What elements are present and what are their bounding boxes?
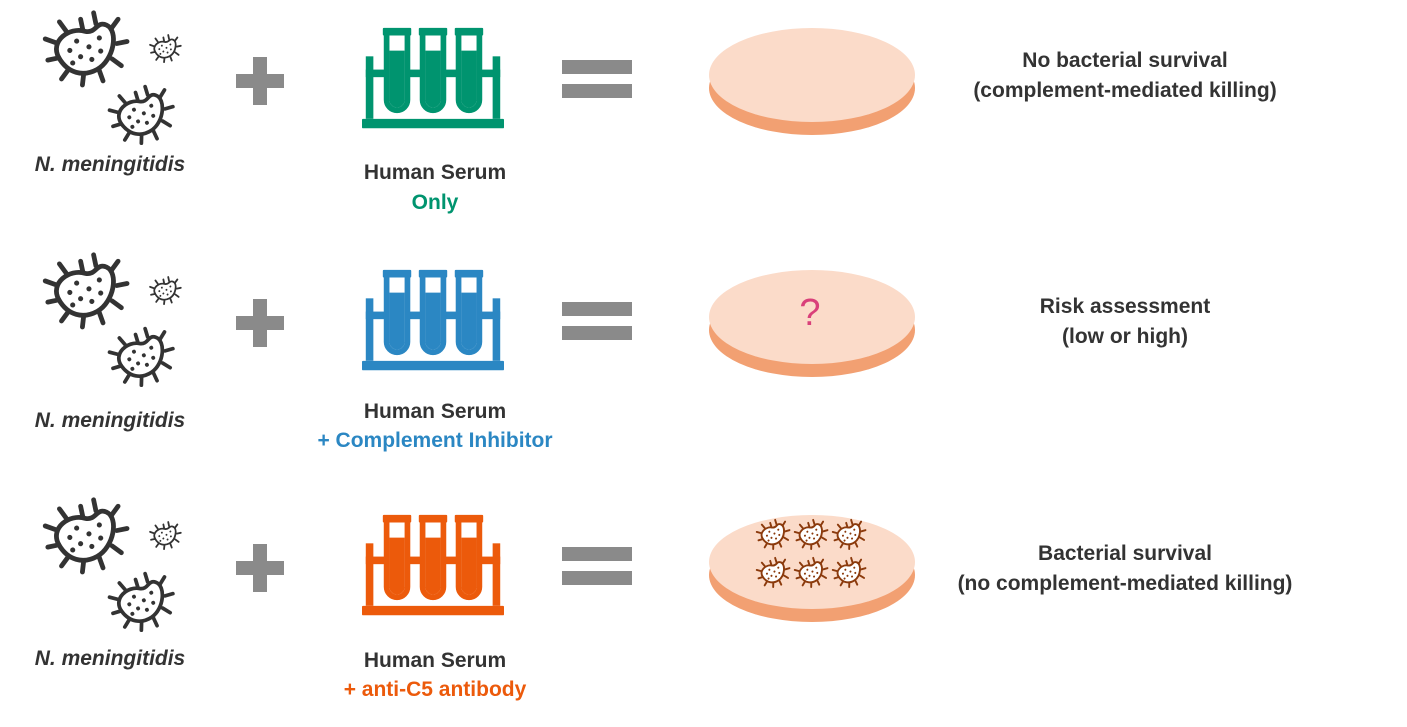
bacterium-icon [146, 517, 186, 555]
serum-subtitle: + anti-C5 antibody [343, 678, 527, 701]
result-line-1: Bacterial survival [1038, 542, 1212, 565]
result-line-1: Risk assessment [1039, 295, 1211, 318]
bacteria-group [37, 244, 186, 398]
bacterium-icon [146, 272, 186, 310]
bacteria-group [37, 2, 186, 156]
bacterium-icon [100, 75, 185, 156]
bacterium-icon [100, 317, 185, 398]
bacterium-icon [100, 562, 185, 643]
serum-subtitle: + Complement Inhibitor [317, 429, 553, 452]
bacterium-label: N. meningitidis [34, 153, 186, 176]
tube-rack-icon [362, 270, 504, 370]
bacterium-icon [37, 244, 137, 338]
agar-plate-icon [709, 28, 915, 135]
question-mark: ? [799, 292, 821, 334]
agar-plate-icon [709, 270, 915, 377]
plus-icon [236, 544, 284, 592]
plus-icon [236, 57, 284, 105]
bacterium-label: N. meningitidis [34, 647, 186, 670]
tube-rack-icon [362, 28, 504, 128]
tube-rack-icon [362, 515, 504, 615]
result-line-1: No bacterial survival [1022, 49, 1228, 72]
equals-icon [562, 60, 632, 98]
result-line-2: (complement-mediated killing) [973, 79, 1277, 102]
serum-title: Human Serum [363, 649, 507, 672]
serum-title: Human Serum [363, 161, 507, 184]
serum-title: Human Serum [363, 400, 507, 423]
result-line-2: (no complement-mediated killing) [957, 572, 1293, 595]
result-line-2: (low or high) [1062, 325, 1188, 348]
serum-subtitle: Only [411, 191, 459, 214]
plus-icon [236, 299, 284, 347]
bacteria-group [37, 489, 186, 643]
equals-icon [562, 302, 632, 340]
assay-row-2: ? N. meningitidis Human Serum + Compleme… [0, 242, 1407, 482]
bacterium-icon [37, 489, 137, 583]
assay-row-1: N. meningitidis Human Serum Only No bact… [0, 0, 1407, 240]
bacterium-icon [37, 2, 137, 96]
equals-icon [562, 547, 632, 585]
bacterium-label: N. meningitidis [34, 409, 186, 432]
assay-row-3: N. meningitidis Human Serum + anti-C5 an… [0, 487, 1407, 727]
bacterium-icon [146, 30, 186, 68]
